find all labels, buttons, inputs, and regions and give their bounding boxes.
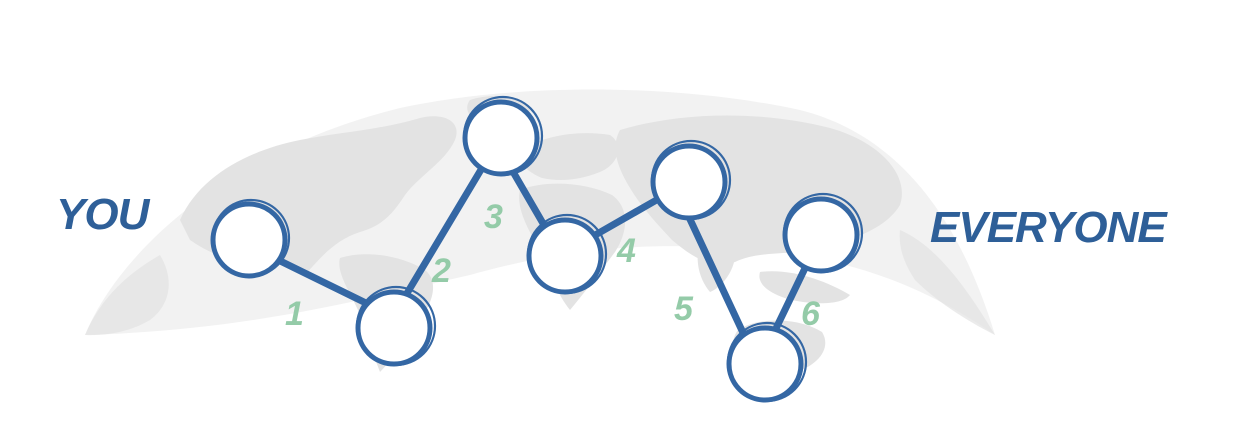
- step-label-3: 3: [484, 198, 503, 236]
- map-east-fringe: [899, 230, 995, 335]
- step-label-1: 1: [285, 295, 304, 333]
- node-everyone: [782, 192, 864, 274]
- link-4: [586, 194, 664, 242]
- step-label-4: 4: [616, 232, 636, 270]
- link-1: [264, 251, 374, 309]
- node-you: [210, 198, 291, 279]
- person-nodes: [210, 95, 864, 403]
- link-5: [684, 211, 756, 356]
- step-label-6: 6: [801, 295, 821, 333]
- node-1: [355, 285, 437, 367]
- map-west-fringe: [85, 255, 169, 336]
- start-label: YOU: [56, 190, 151, 239]
- step-number-labels: 1 2 3 4 5 6: [285, 198, 821, 333]
- end-label: EVERYONE: [930, 203, 1168, 252]
- link-3: [508, 166, 552, 236]
- step-label-5: 5: [674, 290, 694, 328]
- node-3: [526, 213, 608, 295]
- node-4: [650, 139, 732, 221]
- link-2: [402, 164, 486, 299]
- map-southeast-asia: [759, 271, 850, 304]
- node-2: [462, 95, 544, 177]
- step-label-2: 2: [431, 252, 451, 290]
- map-europe: [518, 133, 619, 180]
- node-5: [726, 321, 808, 403]
